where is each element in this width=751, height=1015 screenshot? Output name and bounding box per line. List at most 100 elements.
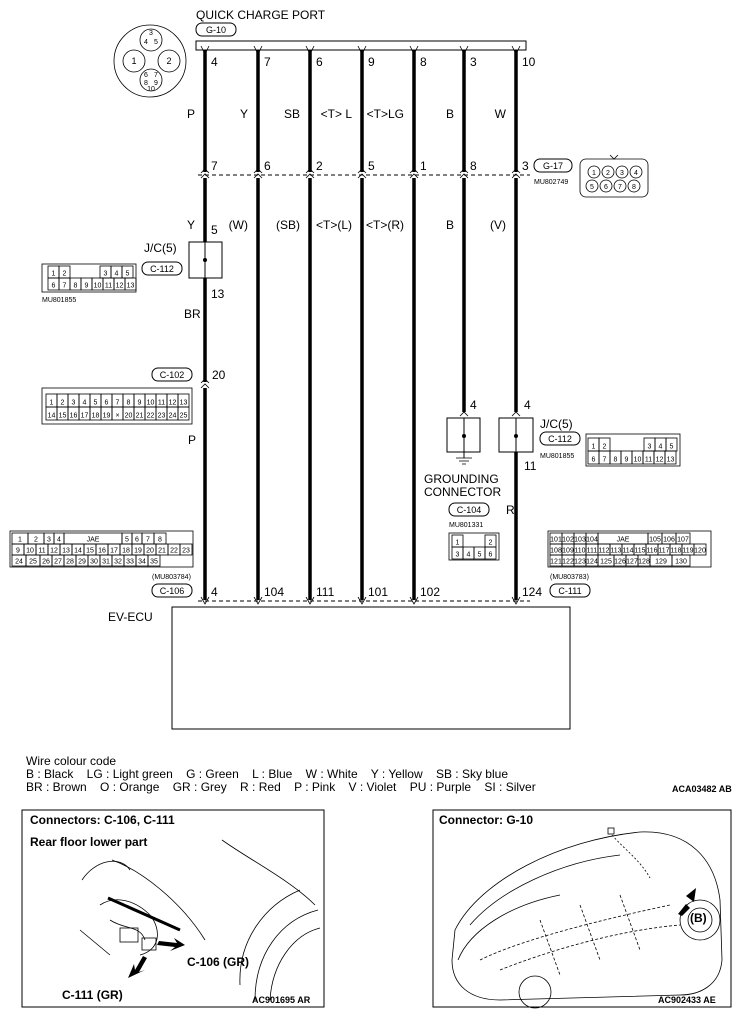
g17-pin-label: 5 bbox=[590, 184, 594, 191]
ground-title-2: CONNECTOR bbox=[424, 485, 501, 499]
g17-pin bbox=[629, 165, 643, 179]
rear-floor-illustration bbox=[79, 839, 321, 1001]
c102-pin-label: 9 bbox=[138, 400, 142, 407]
c104-cell bbox=[484, 534, 497, 548]
c111-cell bbox=[671, 554, 691, 567]
legend-title: Wire colour code bbox=[26, 754, 116, 768]
port-connector-label: G-10 bbox=[206, 25, 226, 35]
jc5-right-node bbox=[514, 434, 518, 438]
g17-chevron bbox=[305, 168, 315, 179]
jc5-left-pin-label: 13 bbox=[127, 283, 135, 290]
wire-ecu-pin: 101 bbox=[368, 585, 388, 599]
g17-part: MU802749 bbox=[534, 179, 568, 186]
c102-pin-label: × bbox=[115, 413, 119, 420]
c111-part: (MU803783) bbox=[550, 574, 589, 581]
ecu-box bbox=[171, 606, 571, 730]
port-pin-notch bbox=[459, 45, 469, 55]
g17-pin-label: 8 bbox=[632, 184, 636, 191]
c106-pin-label: 25 bbox=[29, 559, 37, 566]
c102-pin-label: 10 bbox=[147, 400, 155, 407]
jc5-right-pin-label: 12 bbox=[656, 457, 664, 464]
c106-pin-label: 8 bbox=[158, 537, 162, 544]
wire-port-pin: 3 bbox=[470, 55, 477, 69]
g17-chevron bbox=[253, 168, 263, 179]
c111-pin-label: 127 bbox=[626, 559, 638, 566]
c106-pin-label: 10 bbox=[26, 548, 34, 555]
ground-pin: 4 bbox=[470, 398, 477, 412]
g17-pin-label: 3 bbox=[620, 170, 624, 177]
c106-pin-label: JAE bbox=[87, 537, 100, 544]
jc5-left-pin-label: 5 bbox=[126, 271, 130, 278]
wire-port-pin: 7 bbox=[264, 55, 271, 69]
wire-port-pin: 10 bbox=[522, 55, 536, 69]
c111-pin-label: 115 bbox=[634, 548, 645, 555]
legend-line-1: B : Black LG : Light green G : Green L :… bbox=[26, 767, 508, 781]
c111-pin-label: 104 bbox=[586, 537, 598, 544]
c111-pin-label: 113 bbox=[610, 548, 621, 555]
port-pin-7: 7 bbox=[154, 72, 158, 79]
quick-charge-port-face: 1 2 3 4 5 6 7 8 9 10 bbox=[113, 24, 187, 98]
wire-port-pin: 8 bbox=[420, 55, 427, 69]
jc5-right-cell bbox=[665, 437, 678, 452]
c102-pin-label: 22 bbox=[147, 413, 155, 420]
c106-pin-label: 12 bbox=[50, 548, 58, 555]
c106-pin-label: 19 bbox=[134, 548, 142, 555]
wire-mid-colour: (SB) bbox=[276, 218, 300, 232]
c102-label: C-102 bbox=[160, 370, 185, 380]
wire-1: 4P7Y4CH+B bbox=[187, 45, 218, 624]
c102-pin-label: 16 bbox=[70, 413, 78, 420]
g17-chevron bbox=[409, 168, 419, 179]
c106-pin-label: 6 bbox=[135, 537, 139, 544]
jc5-right-part: MU801855 bbox=[540, 453, 574, 460]
c106-pin-label: 30 bbox=[90, 559, 98, 566]
jc5-left-pin-label: 1 bbox=[52, 271, 56, 278]
panel-left bbox=[21, 809, 325, 1008]
wire-4: 9<T> L5<T>(L)101CNEL bbox=[316, 45, 388, 624]
c102-chevron bbox=[200, 378, 210, 389]
c102-pin-label: 12 bbox=[169, 400, 177, 407]
jc5-right-out-colour: R bbox=[506, 503, 515, 517]
panel-left-code: AC901695 AR bbox=[252, 995, 311, 1005]
g17-pin-label: 2 bbox=[606, 170, 610, 177]
c106-pin-label: 5 bbox=[125, 537, 129, 544]
ecu-pin-notch bbox=[357, 596, 367, 605]
wire-g17-pin: 6 bbox=[264, 159, 271, 173]
g17-pin bbox=[613, 179, 627, 193]
c111-pin-label: 126 bbox=[614, 559, 626, 566]
jc5-left-pin-label: 3 bbox=[104, 271, 108, 278]
g17-pin bbox=[601, 165, 615, 179]
c106-pin-label: 22 bbox=[170, 548, 178, 555]
c106-pin-label: 33 bbox=[126, 559, 134, 566]
jc5-left-pin-label: 10 bbox=[94, 283, 102, 290]
callout-c106: C-106 (GR) bbox=[187, 955, 249, 969]
g17-pin bbox=[599, 179, 613, 193]
panel-right-title: Connector: G-10 bbox=[439, 813, 533, 827]
jc5-right-pin-label: 4 bbox=[659, 444, 663, 451]
jc5-right-pin-label: 6 bbox=[592, 457, 596, 464]
c102-pin-label: 5 bbox=[94, 400, 98, 407]
g17-pin bbox=[627, 179, 641, 193]
g17-pin bbox=[587, 165, 601, 179]
jc5-right-pin-out: 11 bbox=[524, 459, 537, 473]
jc5-right-pin-label: 11 bbox=[645, 457, 652, 464]
wire-mid-colour: <T>(L) bbox=[316, 218, 352, 232]
panel-right-callout: (B) bbox=[690, 911, 707, 925]
jc5-right-pin-label: 7 bbox=[603, 457, 607, 464]
c111-pin-label: 121 bbox=[550, 559, 562, 566]
c111-pin-label: 107 bbox=[677, 537, 689, 544]
jc5-left-tag bbox=[141, 261, 183, 276]
c102-pin-label: 7 bbox=[116, 400, 120, 407]
wire-ecu-pin: 104 bbox=[264, 585, 284, 599]
legend-line-2: BR : Brown O : Orange GR : Grey R : Red … bbox=[26, 780, 536, 794]
c111-pin-label: 105 bbox=[649, 537, 661, 544]
wire-mid-colour: (W) bbox=[229, 218, 248, 232]
c111-pin-label: 119 bbox=[682, 548, 693, 555]
c102-pin-label: 6 bbox=[105, 400, 109, 407]
wire-g17-pin: 3 bbox=[522, 159, 529, 173]
jc5-right-pin-label: 2 bbox=[603, 444, 607, 451]
c106-pin-label: 29 bbox=[78, 559, 86, 566]
c104-pin-label: 3 bbox=[456, 552, 460, 559]
